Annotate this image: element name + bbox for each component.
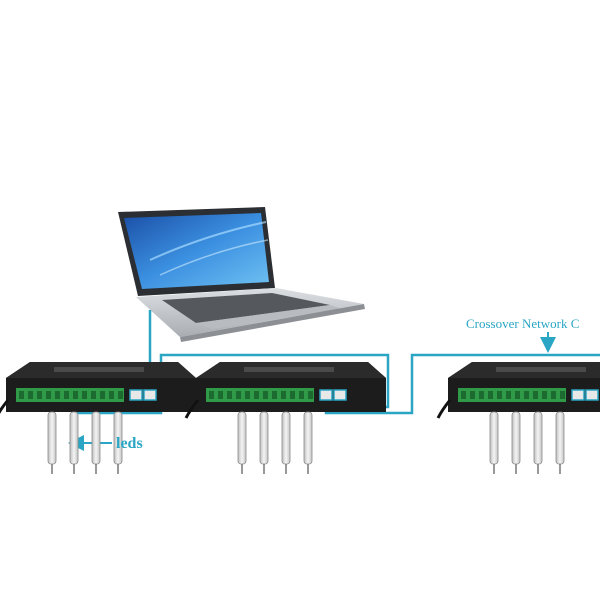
controller-left bbox=[0, 362, 196, 474]
led-strip-icon bbox=[555, 411, 565, 474]
led-strip-icon bbox=[47, 411, 57, 474]
controller-middle bbox=[184, 362, 386, 474]
led-strip-icon bbox=[259, 411, 269, 474]
laptop-icon bbox=[118, 207, 365, 342]
leds-label: leds bbox=[116, 435, 143, 452]
led-strip-icon bbox=[237, 411, 247, 474]
controller-right bbox=[436, 362, 600, 474]
led-strip-icon bbox=[281, 411, 291, 474]
led-strip-icon bbox=[303, 411, 313, 474]
led-strip-icon bbox=[91, 411, 101, 474]
crossover-network-label: Crossover Network C bbox=[466, 316, 580, 331]
led-strip-icon bbox=[113, 411, 123, 474]
led-strip-icon bbox=[533, 411, 543, 474]
led-strip-icon bbox=[511, 411, 521, 474]
led-strip-icon bbox=[489, 411, 499, 474]
led-strip-icon bbox=[69, 411, 79, 474]
